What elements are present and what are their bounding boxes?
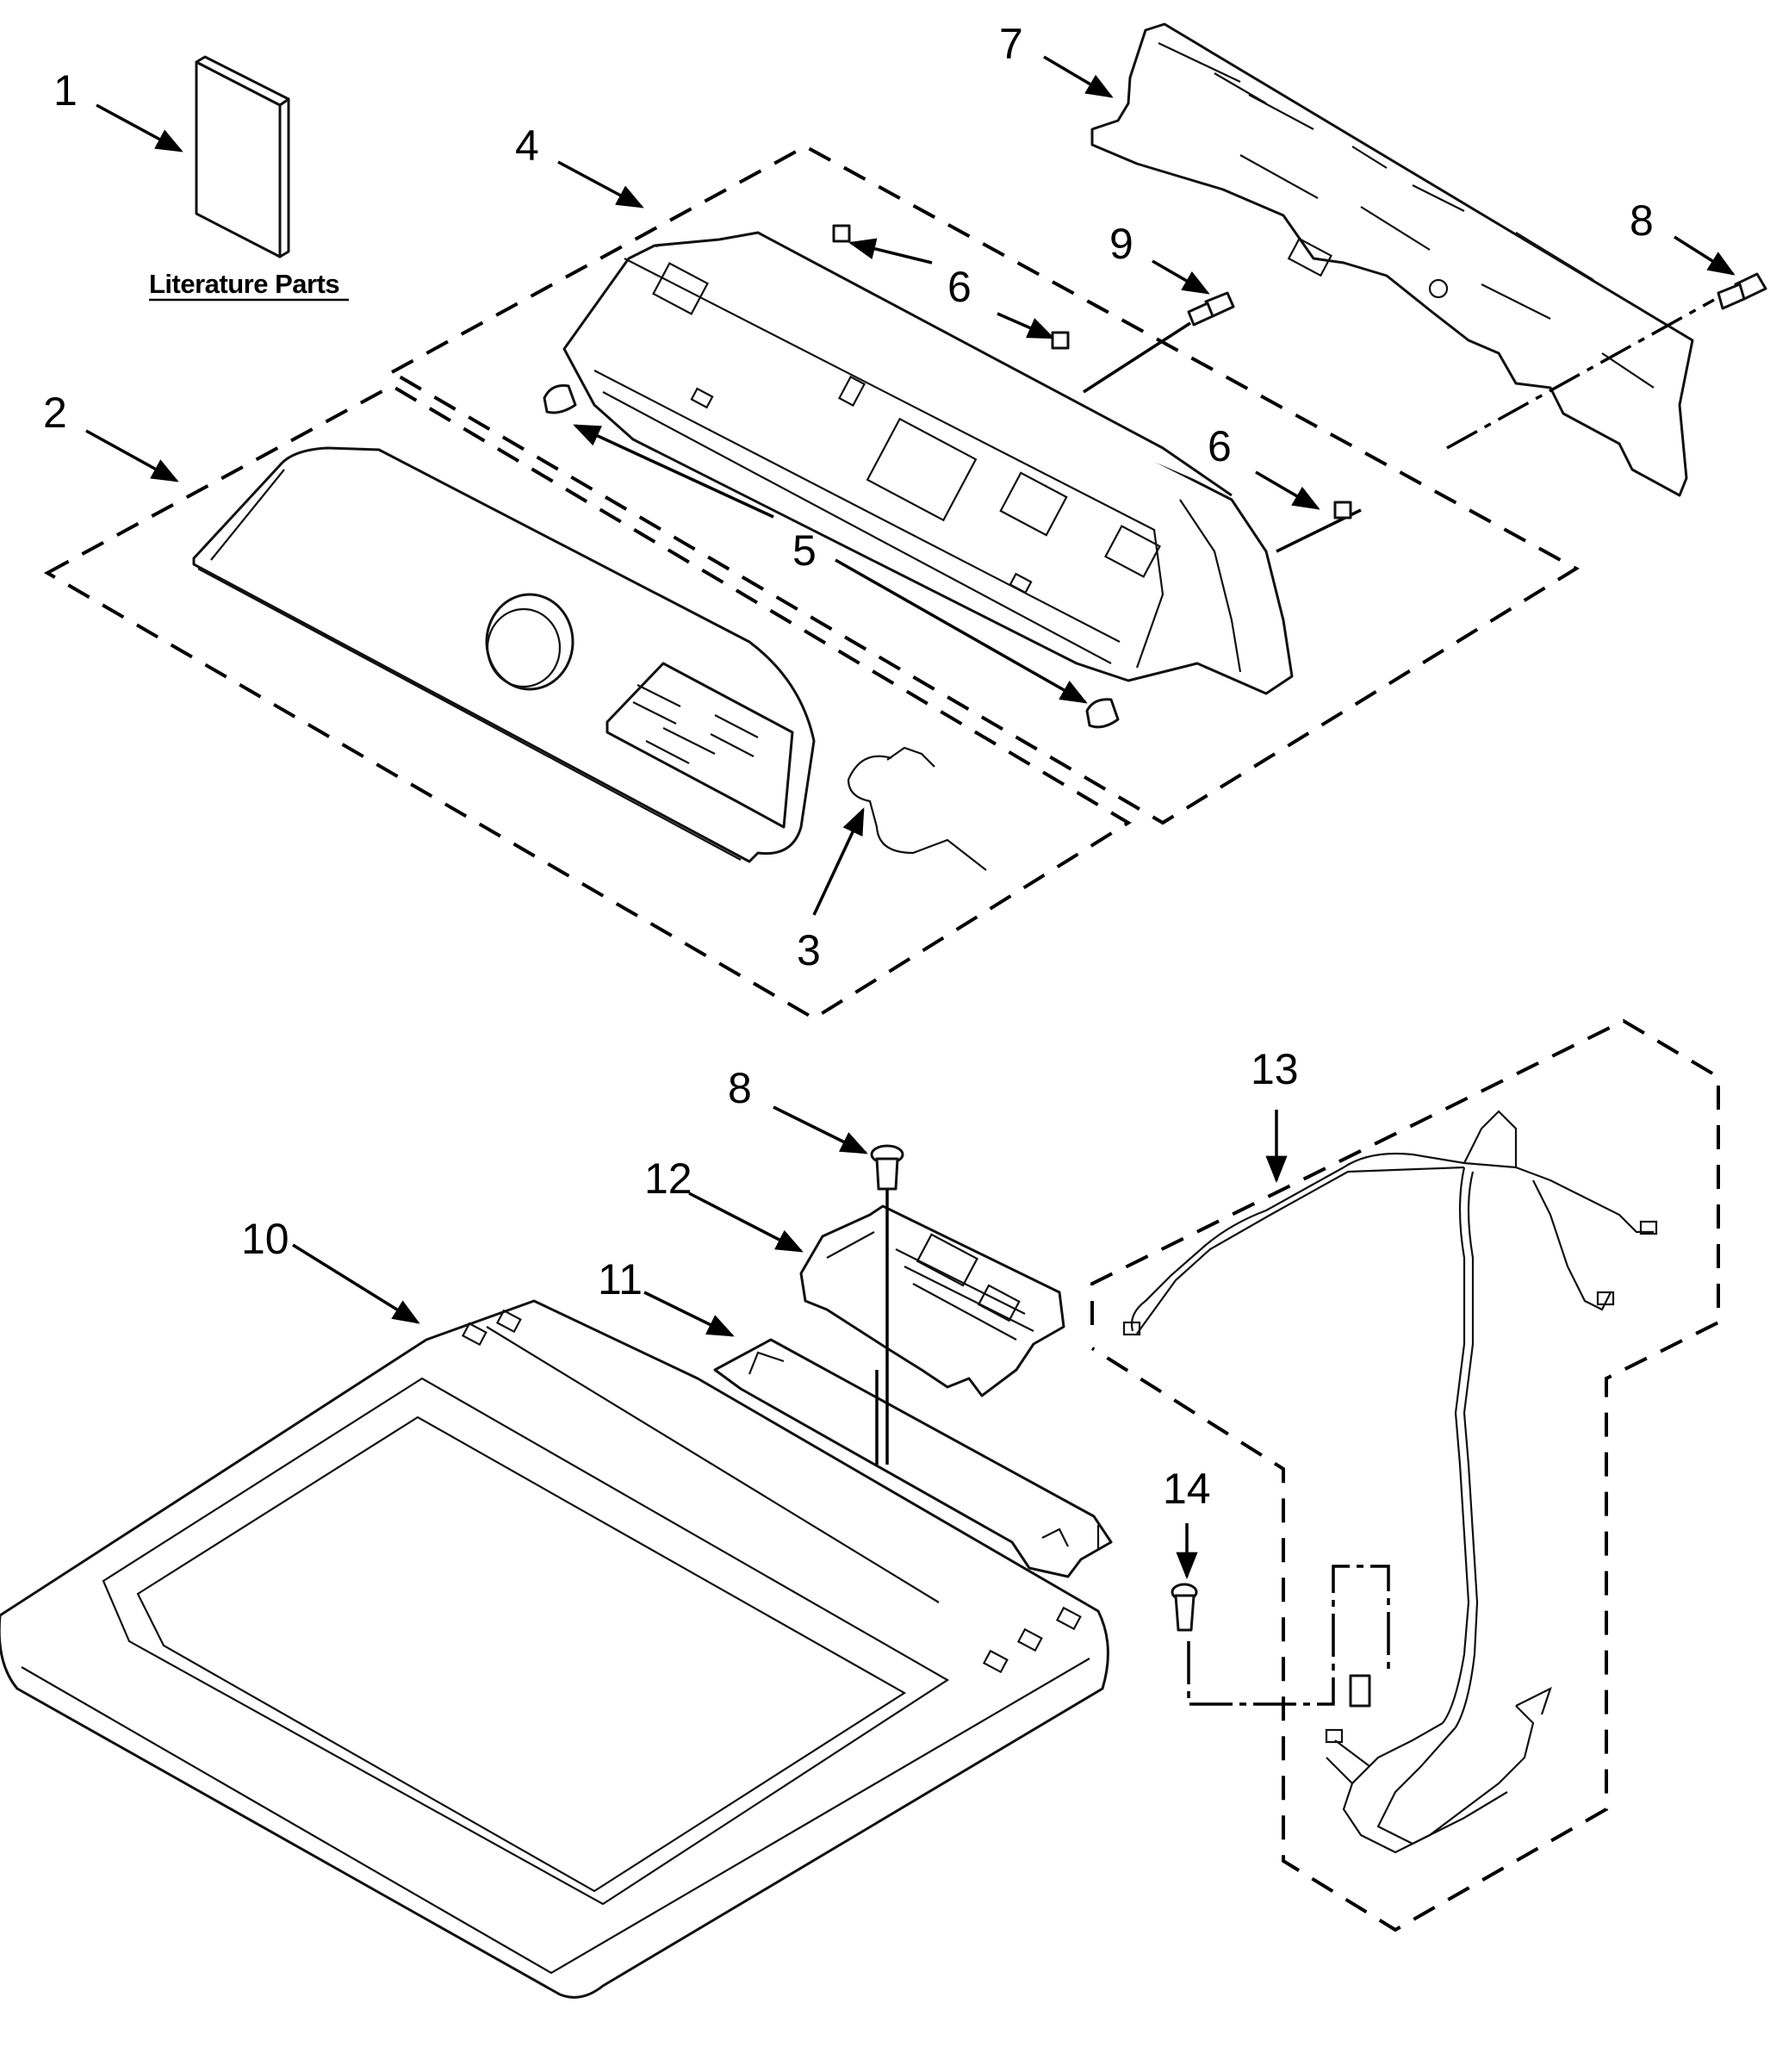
callout-11: 11 — [598, 1255, 643, 1304]
dashed-outlines — [43, 144, 1720, 1932]
callout-3: 3 — [797, 926, 821, 974]
leader-arrows — [85, 55, 1736, 1580]
arrow-6-top-b — [997, 312, 1055, 339]
callout-14: 14 — [1163, 1465, 1211, 1513]
callout-7: 7 — [999, 20, 1023, 68]
callout-1: 1 — [53, 66, 78, 115]
screw-8-bottom — [870, 1144, 904, 1191]
arrow-2 — [85, 429, 179, 482]
callout-12: 12 — [644, 1154, 692, 1203]
screw-9 — [1187, 291, 1235, 327]
callout-6-right: 6 — [1208, 422, 1232, 470]
arrow-12 — [688, 1192, 804, 1253]
arrow-8-top — [1674, 235, 1736, 276]
callout-4: 4 — [515, 121, 539, 170]
top-panel — [0, 1299, 1109, 1999]
literature-booklet — [195, 55, 290, 258]
control-board-12 — [799, 1204, 1065, 1397]
clip-6c — [1333, 501, 1352, 520]
screw-14-guide — [1187, 1565, 1390, 1706]
group-13-outline — [1090, 1018, 1720, 1932]
clip-6a — [832, 224, 851, 243]
arrow-10 — [292, 1243, 420, 1324]
bracket-plate-11 — [713, 1338, 1113, 1578]
arrow-5-right — [835, 558, 1088, 704]
control-knob — [485, 593, 574, 691]
literature-parts-label: Literature Parts — [149, 269, 339, 299]
arrow-9 — [1152, 259, 1210, 295]
arrow-4 — [557, 160, 644, 208]
callout-9: 9 — [1109, 220, 1133, 268]
wire-harness-13 — [1122, 1110, 1658, 1854]
arrow-3 — [812, 807, 865, 916]
callout-2: 2 — [43, 389, 67, 437]
callout-8-bottom: 8 — [728, 1064, 752, 1112]
callout-5: 5 — [792, 526, 817, 575]
group-4-outline — [388, 144, 1580, 825]
callout-10: 10 — [241, 1215, 289, 1263]
arrow-7 — [1043, 55, 1114, 98]
harness-connector — [1349, 1674, 1371, 1708]
screw-9-guide — [1083, 321, 1191, 394]
callout-6-top: 6 — [947, 263, 972, 311]
rear-bracket — [1090, 22, 1694, 497]
console-panel — [192, 446, 816, 863]
group-2-outline — [43, 383, 1132, 1021]
clip-5b — [1085, 698, 1120, 729]
wire-3-connector — [886, 746, 935, 768]
display-panel — [606, 662, 794, 829]
arrow-6-top-a — [848, 238, 933, 264]
screw-14 — [1171, 1583, 1198, 1632]
clip-5a — [543, 384, 577, 414]
arrow-1 — [96, 103, 183, 152]
console-housing — [562, 231, 1294, 695]
arrow-8-bottom — [773, 1105, 868, 1154]
arrow-5-left — [573, 424, 774, 519]
callout-8-top: 8 — [1630, 196, 1654, 245]
arrow-6-right — [1255, 470, 1320, 510]
screw-8-guide — [1446, 298, 1715, 450]
clip-6b — [1051, 331, 1070, 350]
callout-13: 13 — [1251, 1045, 1299, 1093]
screw-8-top — [1717, 272, 1767, 310]
wire-3 — [847, 755, 987, 871]
arrow-11 — [643, 1291, 735, 1337]
